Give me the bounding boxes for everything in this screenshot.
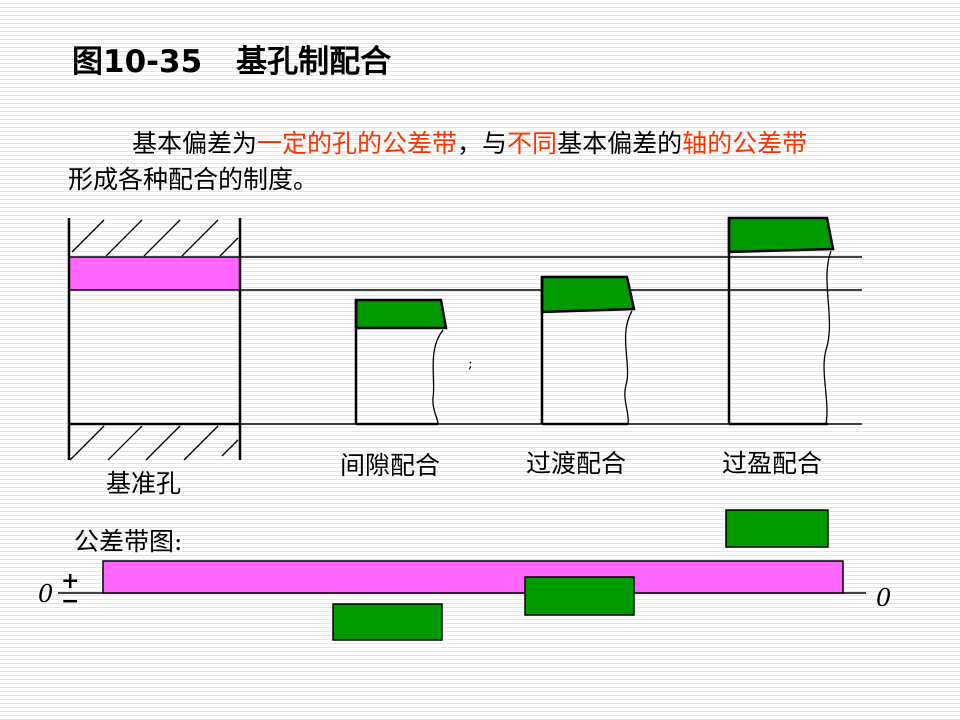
base-hole (67, 218, 242, 461)
hole-hatch-bottom (69, 425, 239, 461)
para-highlight-2: 不同 (507, 129, 558, 158)
shaft-transition-tolerance (540, 275, 636, 314)
label-zero-right: 0 (876, 584, 892, 612)
label-interference-fit: 过盈配合 (722, 449, 823, 478)
band-transition-shaft (524, 576, 635, 616)
label-minus: − (61, 588, 80, 614)
label-clearance-fit: 间隙配合 (340, 451, 441, 480)
para-highlight-1: 一定的孔的公差带 (257, 129, 458, 158)
shaft-interference-tolerance (727, 216, 835, 254)
para-text-1: 基本偏差为 (132, 129, 258, 158)
figure-number: 图10-35 (72, 44, 203, 80)
tolerance-band-chart (58, 509, 866, 641)
para-text-2: ，与 (457, 129, 508, 158)
shaft-interference (727, 216, 835, 426)
para-text-4: 形成各种配合的制度。 (68, 165, 319, 194)
label-transition-fit: 过渡配合 (526, 449, 627, 478)
description-paragraph: 基本偏差为一定的孔的公差带，与不同基本偏差的轴的公差带形成各种配合的制度。 (68, 126, 828, 198)
label-band-chart: 公差带图: (74, 527, 183, 556)
label-zero-left: 0 (38, 580, 54, 608)
stray-mark: ; (468, 356, 473, 372)
band-interference-shaft (725, 509, 829, 548)
label-base-hole: 基准孔 (106, 469, 182, 498)
hole-tolerance-zone (68, 256, 241, 291)
band-hole-zone (102, 560, 844, 594)
page-title: 图10-35 基孔制配合 (72, 36, 391, 81)
label-plus: + (61, 568, 80, 594)
hole-hatch-top (71, 219, 239, 257)
shaft-clearance (354, 298, 448, 426)
shaft-clearance-tolerance (354, 298, 448, 330)
band-clearance-shaft (332, 603, 443, 641)
para-highlight-3: 轴的公差带 (682, 129, 808, 158)
para-text-3: 基本偏差的 (557, 129, 683, 158)
figure-name: 基孔制配合 (236, 44, 392, 80)
shaft-transition (540, 275, 636, 426)
